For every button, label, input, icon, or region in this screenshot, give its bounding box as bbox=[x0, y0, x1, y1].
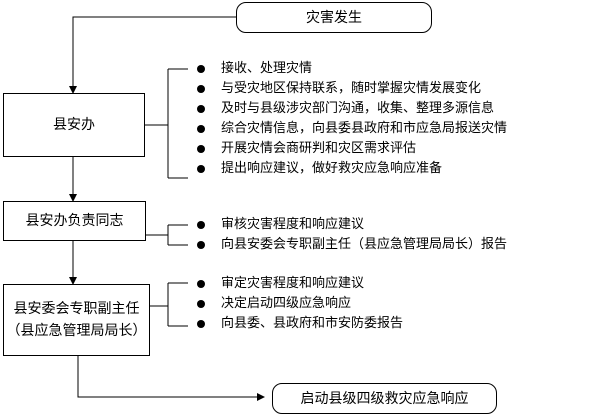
end-node: 启动县级四级救灾应急响应 bbox=[272, 383, 497, 414]
county-office-node: 县安办 bbox=[3, 93, 145, 157]
list-item: 与受灾地区保持联系，随时掌握灾情发展变化 bbox=[195, 79, 507, 99]
start-node: 灾害发生 bbox=[236, 2, 432, 33]
list-item: 综合灾情信息，向县委县政府和市应急局报送灾情 bbox=[195, 119, 507, 139]
list-item: 审核灾害程度和响应建议 bbox=[195, 215, 507, 235]
list-item: 审定灾害程度和响应建议 bbox=[195, 274, 403, 294]
deputy-director-label-line2: （县应急管理局局长） bbox=[6, 323, 147, 339]
office-leader-duty-list: 审核灾害程度和响应建议 向县安委会专职副主任（县应急管理局局长）报告 bbox=[195, 215, 507, 255]
office-leader-node: 县安办负责同志 bbox=[3, 201, 146, 241]
county-office-duty-list: 接收、处理灾情 与受灾地区保持联系，随时掌握灾情发展变化 及时与县级涉灾部门沟通… bbox=[195, 59, 507, 179]
start-node-label: 灾害发生 bbox=[306, 9, 362, 26]
list-item: 向县安委会专职副主任（县应急管理局局长）报告 bbox=[195, 235, 507, 255]
deputy-director-node: 县安委会专职副主任 （县应急管理局局长） bbox=[3, 284, 150, 356]
list-item: 开展灾情会商研判和灾区需求评估 bbox=[195, 139, 507, 159]
end-node-label: 启动县级四级救灾应急响应 bbox=[300, 390, 469, 407]
bracket-office-leader-duties bbox=[146, 224, 188, 246]
deputy-director-label-line1: 县安委会专职副主任 bbox=[13, 301, 140, 317]
list-item: 决定启动四级应急响应 bbox=[195, 294, 403, 314]
list-item: 及时与县级涉灾部门沟通，收集、整理多源信息 bbox=[195, 99, 507, 119]
list-item: 提出响应建议，做好救灾应急响应准备 bbox=[195, 159, 507, 179]
office-leader-label: 县安办负责同志 bbox=[25, 213, 124, 229]
deputy-director-duty-list: 审定灾害程度和响应建议 决定启动四级应急响应 向县委、县政府和市安防委报告 bbox=[195, 274, 403, 334]
arrow-start-to-county-office bbox=[69, 16, 236, 94]
bracket-county-office-duties bbox=[145, 68, 188, 179]
list-item: 接收、处理灾情 bbox=[195, 59, 507, 79]
county-office-label: 县安办 bbox=[53, 117, 95, 133]
list-item: 向县委、县政府和市安防委报告 bbox=[195, 314, 403, 334]
bracket-deputy-director-duties bbox=[150, 282, 188, 327]
arrow-deputy-director-to-end bbox=[77, 356, 265, 401]
